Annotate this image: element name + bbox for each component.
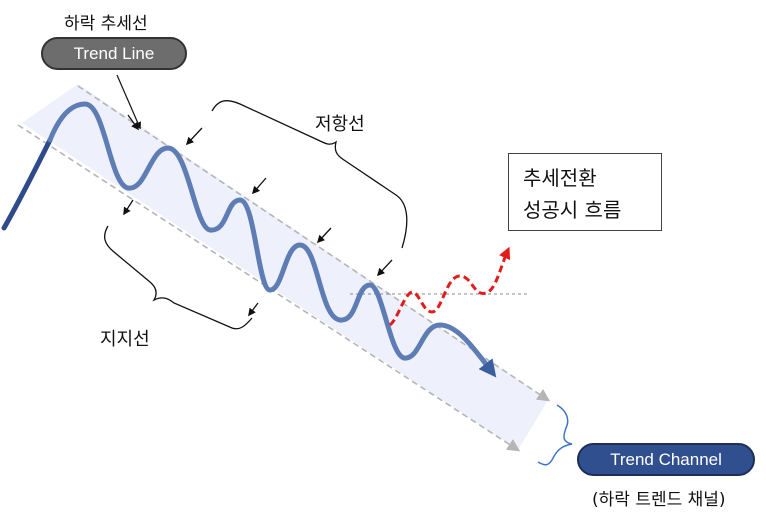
resistance-touch-arrow-5 bbox=[376, 259, 393, 277]
trend-channel-text: Trend Channel bbox=[610, 450, 722, 469]
reversal-note-line1: 추세전환 bbox=[523, 166, 597, 190]
resistance-brace bbox=[211, 100, 408, 249]
channel-korean-label: (하락 트렌드 채널) bbox=[592, 490, 726, 510]
support-label: 지지선 bbox=[100, 329, 150, 350]
support-touch-arrow-1 bbox=[123, 199, 134, 216]
resistance-label: 저항선 bbox=[315, 114, 365, 135]
trend-line-label: Trend Line bbox=[41, 37, 187, 70]
support-touch-arrow-2 bbox=[248, 302, 259, 317]
channel-width-brace bbox=[537, 404, 573, 466]
trend-line-pointer bbox=[116, 74, 142, 130]
price-line-start bbox=[1, 137, 53, 231]
price-wave bbox=[47, 101, 497, 378]
reversal-note-box: 추세전환 성공시 흐름 bbox=[508, 153, 662, 231]
resistance-touch-arrow-4 bbox=[316, 227, 332, 244]
reversal-note-line2: 성공시 흐름 bbox=[523, 198, 622, 222]
support-brace bbox=[103, 225, 253, 330]
reversal-path bbox=[388, 246, 511, 327]
trend-channel-label: Trend Channel bbox=[577, 443, 755, 476]
resistance-touch-arrow-3 bbox=[251, 177, 267, 195]
trend-line-text: Trend Line bbox=[73, 44, 155, 63]
downtrend-title: 하락 추세선 bbox=[64, 14, 148, 34]
resistance-touch-arrow-2 bbox=[185, 127, 203, 146]
